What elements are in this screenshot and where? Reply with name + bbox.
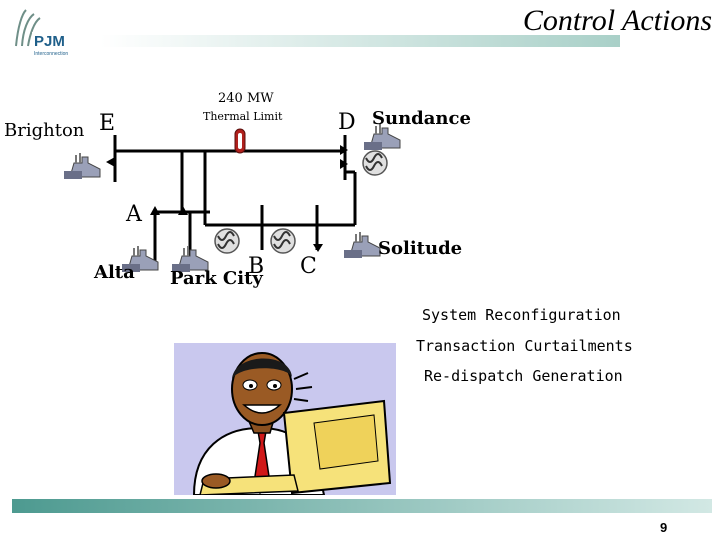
header-gradient-bar [100, 35, 620, 47]
footer-gradient-bar [12, 499, 712, 513]
generator-icon [270, 228, 296, 254]
arrow-icon [106, 157, 115, 167]
bus-c-label: C [300, 254, 317, 279]
bus-d-label: D [338, 110, 356, 135]
page-number: 9 [660, 520, 668, 535]
thermal-limit-icon [234, 128, 246, 154]
arrow-icon [150, 206, 160, 215]
station-parkcity-label: Park City [170, 268, 263, 289]
bus-b-label: B [248, 254, 265, 279]
logo-subtext: Interconnection [34, 51, 68, 57]
thermal-limit-label: Thermal Limit [203, 110, 283, 123]
brighton-plant-icon [63, 152, 101, 180]
generator-icon [362, 150, 388, 176]
action-item: Re-dispatch Generation [424, 367, 623, 385]
stressed-operator-clipart [174, 343, 396, 495]
station-solitude-label: Solitude [378, 238, 463, 259]
line-rating-label: 240 MW [218, 91, 274, 106]
logo-text: PJM [34, 33, 65, 50]
flow-arrows [106, 145, 348, 252]
arrow-icon [178, 206, 188, 215]
station-sundance-label: Sundance [372, 108, 471, 129]
arrow-icon [340, 159, 348, 169]
action-item: System Reconfiguration [422, 306, 621, 324]
bus-e-label: E [99, 111, 116, 136]
bus-a-label: A [126, 202, 142, 227]
action-item: Transaction Curtailments [416, 337, 633, 355]
station-alta-label: Alta [94, 262, 135, 283]
arrow-icon [340, 145, 348, 155]
pjm-logo: PJM Interconnection [15, 9, 72, 57]
generator-icon [214, 228, 240, 254]
page-title: Control Actions [522, 4, 712, 37]
station-brighton-label: Brighton [4, 120, 85, 141]
solitude-plant-icon [343, 231, 381, 259]
arrow-icon [313, 244, 323, 252]
